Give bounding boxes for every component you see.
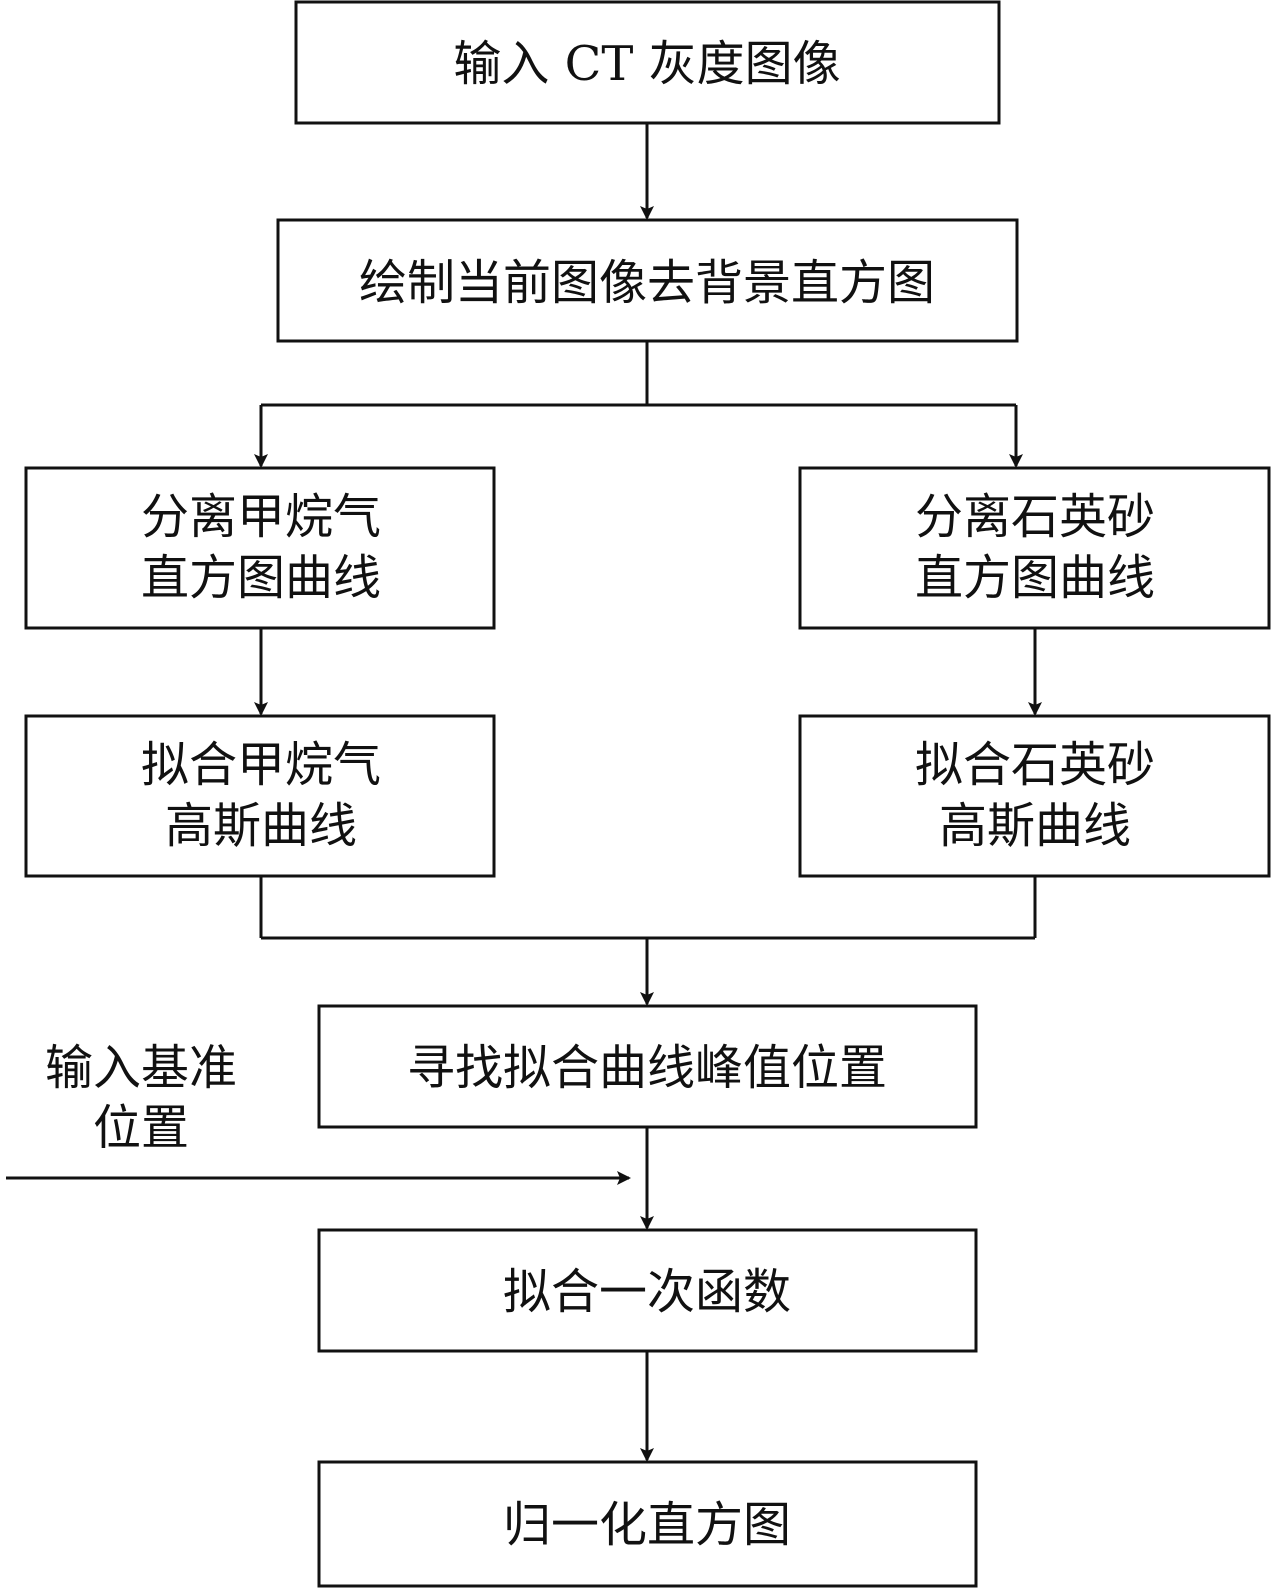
label-side-input-1: 输入基准 — [45, 1040, 237, 1096]
label-separate-methane-1: 分离甲烷气 — [141, 489, 381, 545]
label-normalize: 归一化直方图 — [503, 1497, 791, 1553]
label-separate-methane-2: 直方图曲线 — [141, 550, 381, 606]
label-fit-methane-2: 高斯曲线 — [165, 798, 357, 854]
label-find-peak: 寻找拟合曲线峰值位置 — [407, 1040, 887, 1096]
label-fit-linear: 拟合一次函数 — [503, 1264, 791, 1320]
box-normalize — [317, 1460, 978, 1588]
label-draw-histogram: 绘制当前图像去背景直方图 — [359, 255, 935, 311]
label-separate-quartz-1: 分离石英砂 — [915, 489, 1155, 545]
label-separate-quartz-2: 直方图曲线 — [915, 550, 1155, 606]
label-fit-quartz-2: 高斯曲线 — [939, 798, 1131, 854]
label-fit-methane-1: 拟合甲烷气 — [141, 737, 381, 793]
label-fit-quartz-1: 拟合石英砂 — [915, 737, 1155, 793]
label-input-ct: 输入 CT 灰度图像 — [453, 36, 840, 92]
label-side-input-2: 位置 — [93, 1100, 189, 1156]
